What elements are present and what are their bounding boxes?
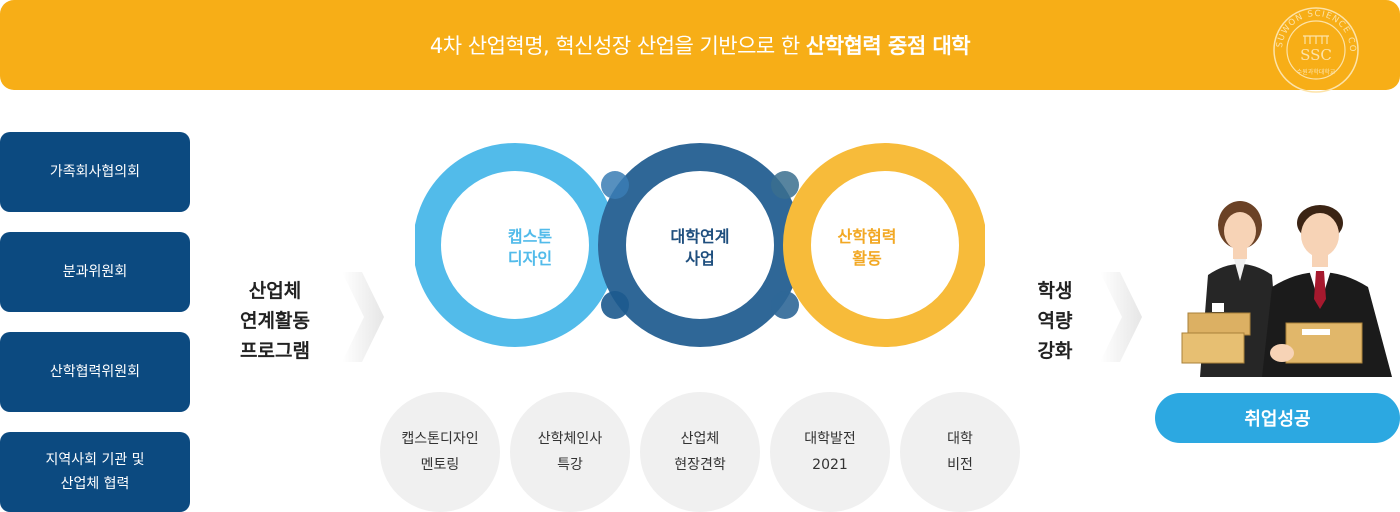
circle-field-trip: 산업체 현장견학 bbox=[640, 392, 760, 512]
business-people-illustration bbox=[1181, 201, 1392, 377]
circle-university-vision: 대학 비전 bbox=[900, 392, 1020, 512]
left-box-subcommittee: 분과위원회 bbox=[0, 232, 190, 312]
employment-success-button: 취업성공 bbox=[1155, 393, 1400, 443]
ring-label-industry: 산학협력 활동 bbox=[837, 227, 897, 268]
circle-industry-lecture: 산학체인사 특강 bbox=[510, 392, 630, 512]
emblem-bottom-text: 수원과학대학교 bbox=[1297, 68, 1336, 76]
ring-industry bbox=[783, 143, 985, 347]
left-box-community-cooperation: 지역사회 기관 및 산업체 협력 bbox=[0, 432, 190, 512]
banner-title-emphasis: 산학협력 중점 대학 bbox=[805, 34, 971, 58]
circle-capstone-mentoring: 캡스톤디자인 멘토링 bbox=[380, 392, 500, 512]
interlocking-rings-diagram bbox=[415, 143, 985, 347]
ring-label-capstone: 캡스톤 디자인 bbox=[507, 227, 553, 268]
circle-development-2021: 대학발전 2021 bbox=[770, 392, 890, 512]
industry-program-label: 산업체 연계활동 프로그램 bbox=[240, 280, 310, 362]
banner-title: 4차 산업혁명, 혁신성장 산업을 기반으로 한 산학협력 중점 대학 bbox=[429, 30, 971, 60]
right-chevron-arrow-icon bbox=[1100, 272, 1142, 362]
emblem-initials: SSC bbox=[1300, 46, 1332, 64]
left-box-cooperation-committee: 산학협력위원회 bbox=[0, 332, 190, 412]
left-box-family-company: 가족회사협의회 bbox=[0, 132, 190, 212]
college-emblem-logo: SUWON SCIENCE COLLEGE SSC 수원과학대학교 bbox=[1270, 4, 1359, 93]
ring-label-university: 대학연계 사업 bbox=[670, 227, 730, 268]
left-chevron-arrow-icon bbox=[342, 272, 384, 362]
banner-title-prefix: 4차 산업혁명, 혁신성장 산업을 기반으로 한 bbox=[429, 34, 806, 58]
student-competency-label: 학생 역량 강화 bbox=[1037, 280, 1073, 362]
top-banner: 4차 산업혁명, 혁신성장 산업을 기반으로 한 산학협력 중점 대학 SUWO… bbox=[0, 0, 1400, 93]
